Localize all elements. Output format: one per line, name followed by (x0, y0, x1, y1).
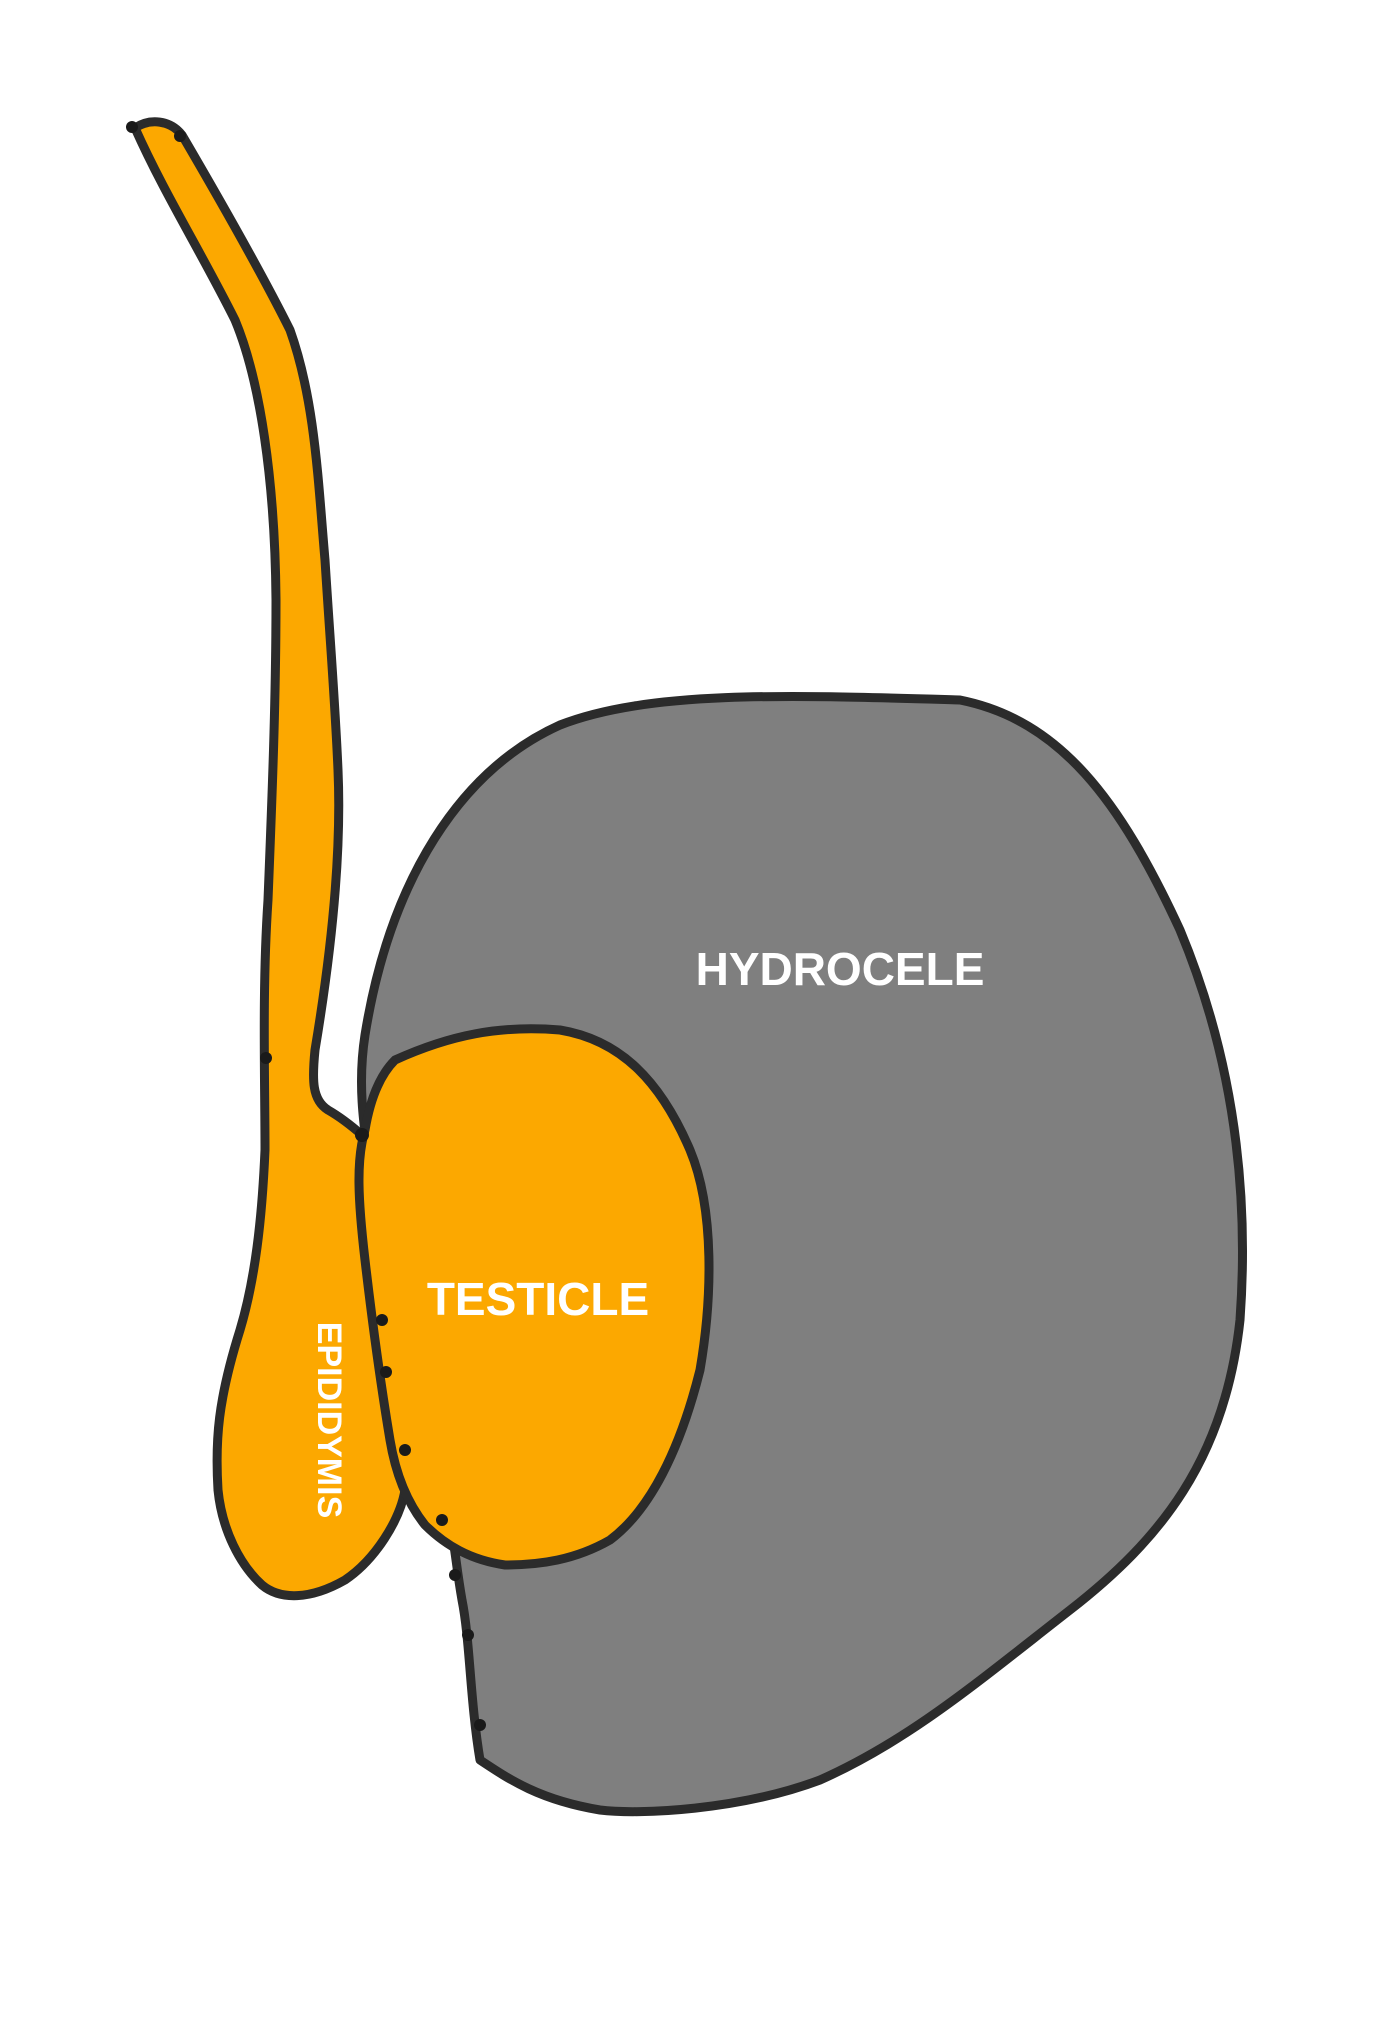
seam-dot (436, 1514, 448, 1526)
seam-dot (355, 1128, 369, 1142)
seam-dot (449, 1569, 461, 1581)
epididymis-label: EPIDIDYMIS (310, 1322, 348, 1518)
epididymis-and-cord (130, 117, 410, 1601)
testicle-label: TESTICLE (427, 1273, 649, 1325)
testicle-body (354, 1024, 714, 1570)
seam-dot (376, 1314, 388, 1326)
seam-dot (174, 130, 186, 142)
seam-dot (380, 1366, 392, 1378)
seam-dot (260, 1052, 272, 1064)
seam-dots (126, 121, 486, 1731)
hydrocele-label: HYDROCELE (696, 943, 985, 995)
seam-dot (462, 1629, 474, 1641)
seam-dot (474, 1719, 486, 1731)
seam-dot (399, 1444, 411, 1456)
seam-dot (126, 121, 138, 133)
